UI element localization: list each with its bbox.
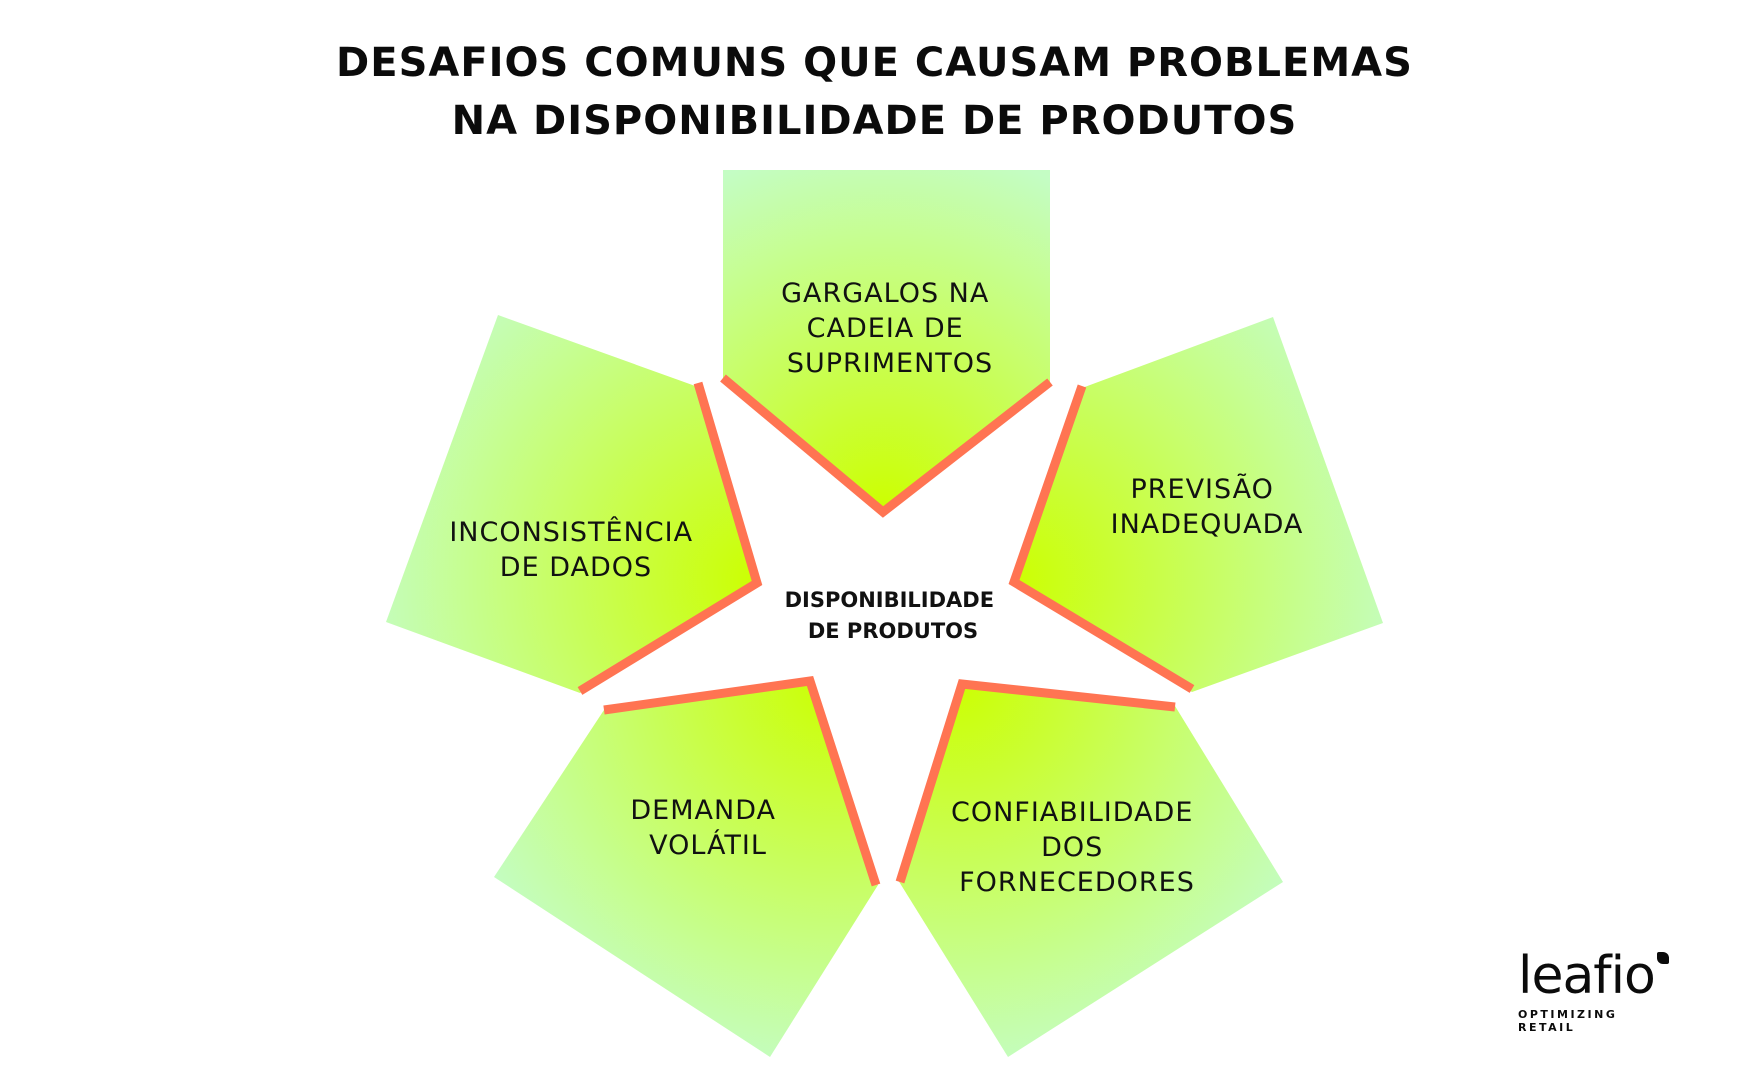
logo-leaf-icon xyxy=(1656,952,1669,964)
title-line-1: DESAFIOS COMUNS QUE CAUSAM PROBLEMAS xyxy=(336,40,1413,86)
center-label-line-1: DISPONIBILIDADE xyxy=(785,588,994,612)
segment-label-line: DEMANDA xyxy=(630,795,776,826)
segment-shape xyxy=(494,681,878,1057)
segment-label-line: DOS xyxy=(1041,832,1103,863)
segment-label-line: INADEQUADA xyxy=(1111,509,1304,540)
segment-accent-line xyxy=(895,679,1176,884)
center-label: DISPONIBILIDADE DE PRODUTOS xyxy=(785,588,1002,643)
svg-text:CONFIABILIDADE DOS: CONFIABILIDADE DOS FORNECEDORES xyxy=(951,797,1203,898)
diagram-title: DESAFIOS COMUNS QUE CAUSAM PROBLEMAS NA … xyxy=(0,34,1749,150)
segment-label-line: GARGALOS NA xyxy=(781,278,989,309)
segment-shape xyxy=(1014,317,1383,692)
svg-text:PREVISÃO INADEQUADA: PREVISÃO INADEQUADA xyxy=(1111,473,1304,540)
segment-label-line: FORNECEDORES xyxy=(959,867,1195,898)
svg-text:GARGALOS NA CADEIA DE: GARGALOS NA CADEIA DE SUPRIMENTOS xyxy=(781,278,999,379)
segment-label-line: SUPRIMENTOS xyxy=(787,348,993,379)
segment-suppliers: CONFIABILIDADE DOS FORNECEDORES xyxy=(895,679,1283,1057)
segment-shape xyxy=(723,170,1050,512)
segment-shape xyxy=(898,684,1283,1057)
segment-accent-line xyxy=(577,381,763,695)
segment-forecast: PREVISÃO INADEQUADA xyxy=(1008,317,1383,693)
title-line-2: NA DISPONIBILIDADE DE PRODUTOS xyxy=(451,98,1298,144)
svg-text:DEMANDA VOLÁTIL: DEMANDA VOLÁTIL xyxy=(630,795,785,861)
segment-label-line: VOLÁTIL xyxy=(649,829,767,861)
logo-wordmark: leafio xyxy=(1518,950,1669,1002)
leafio-logo: leafio OPTIMIZING RETAIL xyxy=(1518,950,1669,1034)
segment-data: INCONSISTÊNCIA DE DADOS xyxy=(386,315,763,695)
segment-label-line: PREVISÃO xyxy=(1130,473,1273,505)
segment-supply-chain: GARGALOS NA CADEIA DE SUPRIMENTOS xyxy=(720,170,1053,518)
segment-label-line: CADEIA DE xyxy=(807,313,964,344)
segment-accent-line xyxy=(720,374,1053,518)
center-label-line-2: DE PRODUTOS xyxy=(808,619,978,643)
segment-demand: DEMANDA VOLÁTIL xyxy=(494,676,881,1057)
segment-label-line: INCONSISTÊNCIA xyxy=(449,516,693,548)
logo-tagline: OPTIMIZING RETAIL xyxy=(1518,1008,1618,1034)
segment-accent-line xyxy=(1008,384,1195,693)
segment-accent-line xyxy=(603,676,881,887)
segment-label-line: CONFIABILIDADE xyxy=(951,797,1193,828)
logo-word: leafio xyxy=(1518,946,1656,1006)
segment-shape xyxy=(386,315,757,693)
svg-text:INCONSISTÊNCIA DE DADOS: INCONSISTÊNCIA DE DADOS xyxy=(449,516,702,583)
segment-label-line: DE DADOS xyxy=(500,552,652,583)
